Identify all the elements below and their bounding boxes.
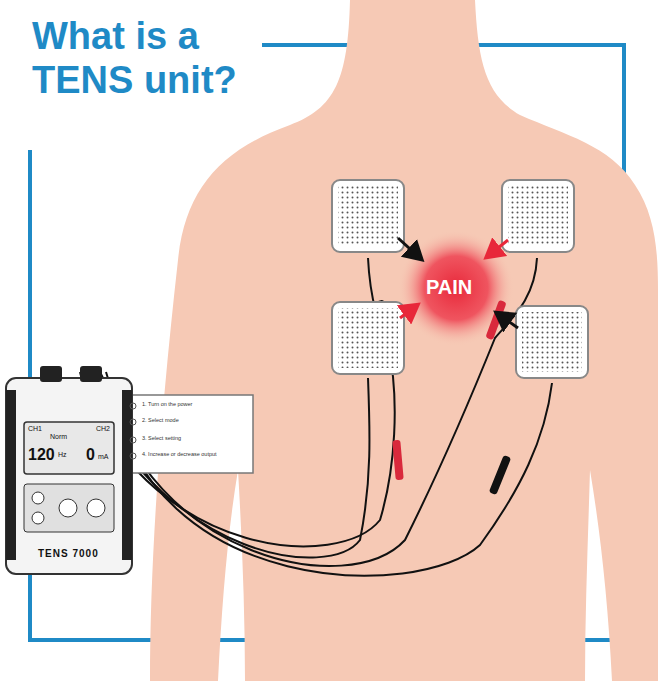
instruction-text: 4. Increase or decrease output [142,451,217,457]
device-brand: TENS 7000 [38,548,99,559]
instruction-text: 2. Select mode [142,417,179,423]
pain-arrows [398,238,518,328]
tens-device [6,366,253,574]
unit-label: mA [98,453,109,460]
title: What is a TENS unit? [32,14,262,102]
pain-glow [398,230,514,346]
channel-label: CH1 [28,425,42,432]
electrode-pads [332,180,588,378]
torso [150,0,658,681]
mode-label: Norm [50,433,67,440]
instruction-text: 1. Turn on the power [142,401,192,407]
channel-label: CH2 [96,425,110,432]
output-value: 0 [86,446,95,464]
wires [80,258,552,576]
pain-label: PAIN [426,276,472,299]
rate-value: 120 [28,446,55,464]
unit-label: Hz [58,451,67,458]
instruction-text: 3. Select setting [142,435,181,441]
